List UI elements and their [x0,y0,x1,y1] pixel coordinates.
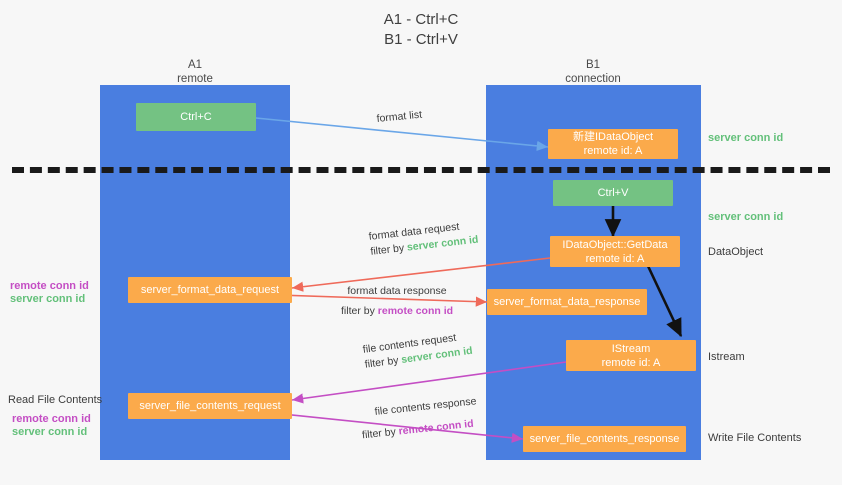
node-server-format-data-response-label: server_format_data_response [493,296,641,308]
edge-label-format-data-response: format data response filter by remote co… [341,284,453,319]
label-server-conn-id-lower: server conn id [12,426,88,438]
edge-label-format-data-response-line2: filter by remote conn id [341,304,453,319]
label-server-conn-id-mid: server conn id [708,211,784,223]
node-istream-line1: IStream [611,342,651,355]
arrow-format-data-request [291,257,551,292]
node-ctrl-c[interactable]: Ctrl+C [136,103,256,131]
node-getdata[interactable]: IDataObject::GetData remote id: A [550,236,680,267]
section-divider [12,167,830,173]
node-ctrl-v-label: Ctrl+V [597,187,629,199]
label-server-conn-id-top: server conn id [708,132,784,144]
label-read-file-contents: Read File Contents [8,394,103,406]
edge-label-format-data-response-line1: format data response [347,285,447,297]
lane-a1-name: A1 [187,59,203,71]
node-server-format-data-response[interactable]: server_format_data_response [487,289,647,315]
label-server-conn-id-upper: server conn id [10,293,86,305]
arrow-file-contents-request [291,361,567,404]
node-server-file-contents-request[interactable]: server_file_contents_request [128,393,292,419]
filter-key-remote-conn-id-1: remote conn id [377,305,454,317]
lane-b1-sub: connection [565,73,621,85]
label-dataobject: DataObject [708,246,764,258]
node-server-file-contents-response[interactable]: server_file_contents_response [523,426,686,452]
label-istream: Istream [708,351,745,363]
node-idataobject-new-line2: remote id: A [583,145,643,157]
lane-header-a1: A1 remote [135,58,255,86]
lane-a1-sub: remote [177,73,213,85]
node-server-format-data-request-label: server_format_data_request [140,284,280,296]
page-title: A1 - Ctrl+C B1 - Ctrl+V [0,10,842,50]
node-idataobject-new-line1: 新建IDataObject [572,131,654,143]
filter-by-prefix-1: filter by [369,241,408,258]
node-getdata-line1: IDataObject::GetData [562,238,668,251]
node-istream-line2: remote id: A [601,356,661,369]
title-line-2: B1 - Ctrl+V [384,31,458,48]
node-ctrl-v[interactable]: Ctrl+V [553,180,673,206]
node-server-format-data-request[interactable]: server_format_data_request [128,277,292,303]
arrow-getdata-to-istream [646,265,683,338]
node-server-file-contents-request-label: server_file_contents_request [139,400,281,412]
label-write-file-contents: Write File Contents [708,432,802,444]
label-remote-conn-id-upper: remote conn id [10,280,89,292]
filter-by-prefix-4: filter by [361,425,400,442]
node-ctrl-c-label: Ctrl+C [180,111,212,123]
node-istream[interactable]: IStream remote id: A [566,340,696,371]
label-remote-conn-id-lower: remote conn id [12,413,91,425]
node-server-file-contents-response-label: server_file_contents_response [529,433,680,445]
filter-by-prefix-2: filter by [341,305,378,317]
node-getdata-line2: remote id: A [585,252,645,265]
arrow-format-list [255,117,549,151]
title-line-1: A1 - Ctrl+C [383,11,459,28]
lane-header-b1: B1 connection [533,58,653,86]
filter-by-prefix-3: filter by [364,354,403,371]
node-idataobject-new[interactable]: 新建IDataObject remote id: A [548,129,678,159]
lane-b1-name: B1 [585,59,601,71]
